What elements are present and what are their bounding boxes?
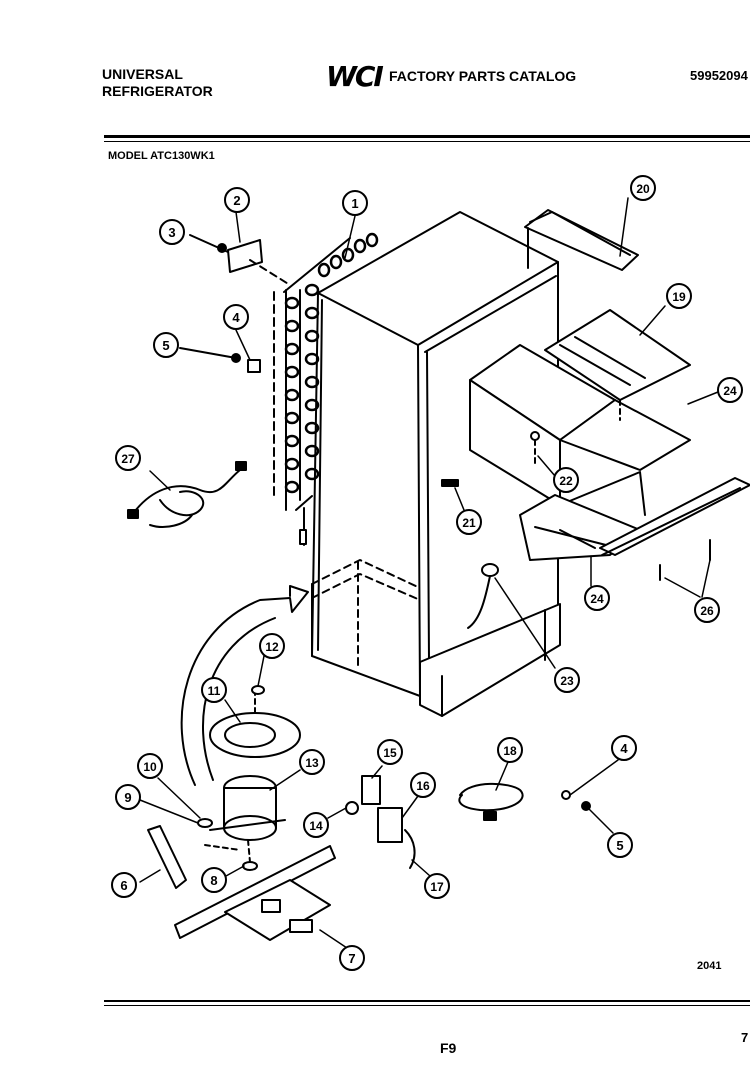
callout-label: 21 xyxy=(462,516,476,530)
callout-label: 5 xyxy=(616,838,623,853)
callout-label: 22 xyxy=(559,474,573,488)
callout-label: 6 xyxy=(120,878,127,893)
callout-circle xyxy=(111,872,137,898)
page-label: F9 xyxy=(440,1040,457,1056)
callout-circle xyxy=(424,873,450,899)
callout-label: 26 xyxy=(700,604,714,618)
callout-label: 4 xyxy=(232,310,240,325)
callout-label: 3 xyxy=(168,225,175,240)
catalog-number: 59952094 xyxy=(690,68,748,83)
callout-label: 8 xyxy=(210,873,217,888)
callout-circle xyxy=(137,753,163,779)
callout-circle xyxy=(224,187,250,213)
electrical-parts xyxy=(345,775,591,869)
callout-circle xyxy=(611,735,637,761)
callout-circle xyxy=(201,677,227,703)
callout-circle xyxy=(342,190,368,216)
thermostat-knob xyxy=(441,479,459,487)
callout-circle xyxy=(553,467,579,493)
light-socket xyxy=(467,563,499,629)
header-rule xyxy=(104,135,750,138)
wci-logo: WCI xyxy=(326,60,384,93)
leader-lines xyxy=(139,197,719,951)
callout-circle xyxy=(666,283,692,309)
mounting-bracket xyxy=(147,825,187,889)
callout-label: 5 xyxy=(162,338,169,353)
callout-label: 17 xyxy=(430,880,444,894)
base-plate xyxy=(174,845,336,941)
callout-circle xyxy=(153,332,179,358)
callout-circle xyxy=(377,739,403,765)
footer-rule-thin xyxy=(104,1005,750,1006)
power-cord xyxy=(127,461,247,528)
callout-label: 12 xyxy=(265,640,279,654)
callout-label: 20 xyxy=(636,182,650,196)
top-strip xyxy=(524,209,639,271)
page-number: 7 xyxy=(741,1030,749,1045)
callout-label: 13 xyxy=(305,756,319,770)
callout-circle xyxy=(607,832,633,858)
callout-circle xyxy=(630,175,656,201)
callout-circle xyxy=(717,377,743,403)
drawing-code: 2041 xyxy=(697,960,722,972)
callout-circle xyxy=(159,219,185,245)
callout-label: 1 xyxy=(351,196,358,211)
callout-circle xyxy=(303,812,329,838)
header-rule-thin xyxy=(104,141,750,142)
callout-circle xyxy=(694,597,720,623)
drain-pan xyxy=(209,689,301,758)
callout-circle xyxy=(554,667,580,693)
footer-rule xyxy=(104,1000,750,1002)
compressor xyxy=(204,775,286,863)
callout-circle xyxy=(259,633,285,659)
callout-label: 16 xyxy=(416,779,430,793)
callout-circle xyxy=(584,585,610,611)
callout-label: 9 xyxy=(124,790,131,805)
callout-label: 7 xyxy=(348,951,355,966)
catalog-title: FACTORY PARTS CATALOG xyxy=(389,68,577,84)
cabinet xyxy=(311,211,561,717)
callout-label: 14 xyxy=(309,819,323,833)
bracket-and-screw xyxy=(189,234,291,286)
callout-label: 4 xyxy=(620,741,628,756)
brand-line-2: REFRIGERATOR xyxy=(102,83,213,99)
condenser-coil xyxy=(273,232,379,546)
brand-name: UNIVERSAL REFRIGERATOR xyxy=(102,66,213,100)
callout-circle xyxy=(299,749,325,775)
callout-circle xyxy=(497,737,523,763)
callout-label: 24 xyxy=(590,592,604,606)
callout-label: 27 xyxy=(121,452,135,466)
callout-circle xyxy=(115,445,141,471)
callout-circle xyxy=(115,784,141,810)
callout-label: 2 xyxy=(233,193,240,208)
callout-label: 18 xyxy=(503,744,517,758)
callout-label: 10 xyxy=(143,760,157,774)
callout-circle xyxy=(410,772,436,798)
callout-label: 19 xyxy=(672,290,686,304)
callout-label: 23 xyxy=(560,674,574,688)
side-rail xyxy=(599,477,750,581)
callout-circle xyxy=(223,304,249,330)
callout-circle xyxy=(339,945,365,971)
callout-label: 24 xyxy=(723,384,737,398)
model-label: MODEL ATC130WK1 xyxy=(108,150,215,162)
freezer-box xyxy=(469,309,691,561)
callout-label: 15 xyxy=(383,746,397,760)
clip-and-screw xyxy=(179,347,261,373)
brand-line-1: UNIVERSAL xyxy=(102,66,183,82)
callout-circle xyxy=(201,867,227,893)
callout-circle xyxy=(456,509,482,535)
callout-label: 11 xyxy=(208,684,221,698)
